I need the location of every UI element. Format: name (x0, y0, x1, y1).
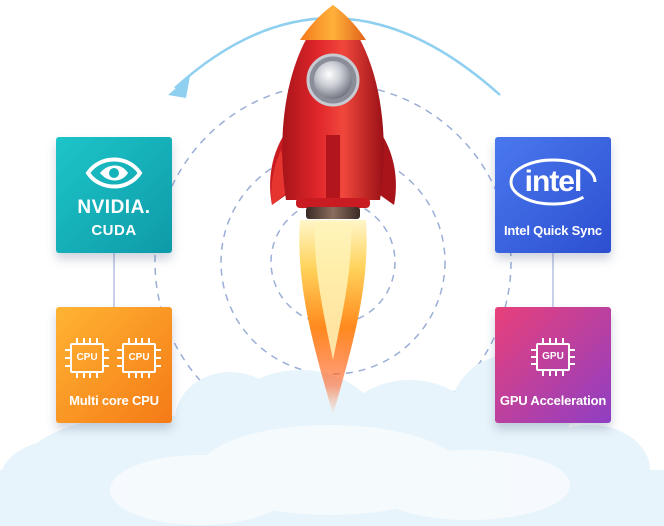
nvidia-eye-icon (85, 157, 143, 189)
gpu-acceleration-label: GPU Acceleration (499, 393, 607, 408)
intel-logo-icon (509, 158, 597, 206)
cpu-chip-icon: CPU (65, 338, 109, 378)
gpu-chip-label: GPU (542, 351, 564, 362)
gpu-chip-icon: GPU (531, 338, 575, 376)
gpu-acceleration-tile: GPU GPU Acceleration (495, 307, 611, 423)
multi-core-cpu-tile: CPU CPU Multi core CPU (56, 307, 172, 423)
intel-quick-sync-tile: intel Intel Quick Sync (495, 137, 611, 253)
cpu-chip-label: CPU (128, 352, 150, 363)
nvidia-cuda-tile: NVIDIA. CUDA (56, 137, 172, 253)
cpu-chip-icon: CPU (117, 338, 161, 378)
rocket-flame (299, 220, 367, 415)
intel-quick-sync-label: Intel Quick Sync (504, 223, 602, 238)
intel-brand-text: intel (524, 165, 583, 198)
arrow-head-icon (168, 76, 190, 98)
cpu-chip-label: CPU (76, 352, 98, 363)
rocket-icon (270, 5, 396, 219)
cuda-label: CUDA (91, 222, 137, 239)
multi-core-cpu-label: Multi core CPU (69, 393, 159, 408)
nvidia-brand-text: NVIDIA. (77, 197, 151, 218)
